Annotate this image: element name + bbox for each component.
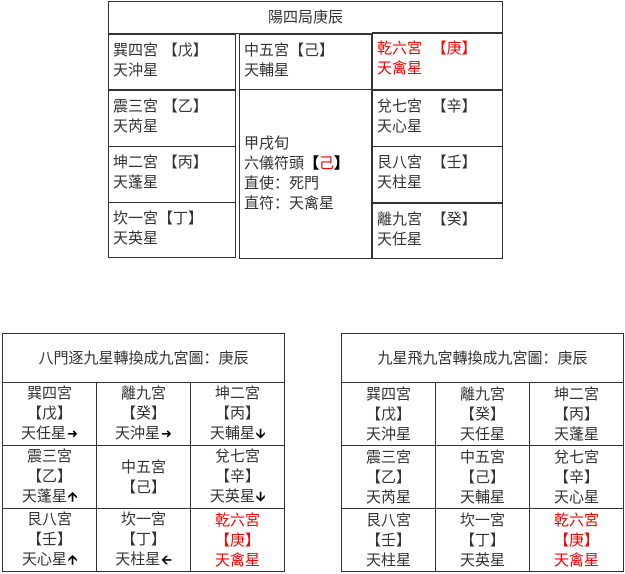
palace-star: 天蓬星	[113, 173, 159, 191]
palace-cell-kun: 坤二宮 【丙】 天蓬星	[108, 146, 236, 203]
door-star-grid: 八門逐九星轉換成九宮圖：庚辰 巽四宮 【戊】 天任星➜ 離九宮 【癸】 天沖星➜…	[2, 333, 285, 572]
palace-cell-xun: 巽四宮 【戊】 天沖星	[108, 34, 236, 90]
palace-stem: 【壬】	[431, 153, 477, 171]
palace-star: 天英星	[113, 229, 159, 247]
xun-label: 甲戌旬	[244, 134, 290, 152]
star-flight-grid: 九星飛九宮轉換成九宮圖：庚辰 巽四宮 【戊】 天沖星 離九宮 【癸】 天任星 坤…	[341, 333, 624, 572]
palace-name: 震三宮	[113, 97, 159, 115]
grid-cell: 震三宮 【乙】 天芮星	[341, 445, 436, 509]
grid-cell: 巽四宮 【戊】 天沖星	[341, 382, 436, 446]
palace-cell-li: 離九宮 【癸】 天任星	[372, 203, 503, 259]
arrow-left-icon: 🡨	[161, 553, 172, 568]
zhi-shi-label: 直使：死門	[244, 174, 320, 192]
star-flight-grid-table: 巽四宮 【戊】 天沖星 離九宮 【癸】 天任星 坤二宮 【丙】 天蓬星 震三宮 …	[341, 382, 624, 572]
palace-name: 坤二宮	[113, 153, 159, 171]
arrow-right-icon: ➜	[67, 427, 78, 442]
grid-cell: 巽四宮 【戊】 天任星➜	[2, 382, 97, 446]
palace-name: 中五宮	[244, 41, 290, 59]
grid-cell: 離九宮 【癸】 天任星	[435, 382, 530, 446]
grid-cell: 震三宮 【乙】 天蓬星🡩	[2, 445, 97, 509]
palace-stem: 【丙】	[162, 153, 208, 171]
zhi-fu-label: 直符：天禽星	[244, 194, 335, 212]
palace-cell-gen: 艮八宮 【壬】 天柱星	[372, 146, 503, 203]
grid-cell: 坎一宮 【丁】 天英星	[435, 508, 530, 572]
palace-name: 兌七宮	[377, 97, 423, 115]
arrow-right-icon: ➜	[161, 427, 172, 442]
palace-name: 坎一宮	[113, 209, 159, 227]
palace-star: 天輔星	[244, 61, 290, 79]
palace-name: 艮八宮	[377, 153, 423, 171]
grid-cell: 兌七宮 【辛】 天心星	[529, 445, 624, 509]
grid-cell: 中五宮 【己】	[96, 445, 191, 509]
palace-stem: 【癸】	[431, 210, 477, 228]
palace-cell-kan: 坎一宮【丁】 天英星	[108, 202, 236, 258]
palace-star: 天禽星	[377, 59, 423, 77]
top-chart-title: 陽四局庚辰	[108, 1, 503, 34]
grid-cell: 兌七宮 【辛】 天英星🡫	[190, 445, 285, 509]
arrow-up-icon: 🡩	[67, 490, 78, 505]
grid-cell: 坎一宮 【丁】 天柱星🡨	[96, 508, 191, 572]
palace-star: 天任星	[377, 230, 423, 248]
grid-cell-highlight: 乾六宮 【庚】 天禽星	[529, 508, 624, 572]
center-info-cell: 甲戌旬 六儀符頭【己】 直使：死門 直符：天禽星	[239, 89, 372, 259]
fu-tou-label: 六儀符頭	[244, 154, 305, 172]
grid-cell: 艮八宮 【壬】 天心星🡩	[2, 508, 97, 572]
palace-cell-dui: 兌七宮 【辛】 天心星	[372, 90, 503, 147]
grid-cell: 坤二宮 【丙】 天輔星🡫	[190, 382, 285, 446]
palace-star: 天沖星	[113, 61, 159, 79]
palace-stem: 【戊】	[162, 41, 208, 59]
door-star-grid-title: 八門逐九星轉換成九宮圖：庚辰	[2, 333, 285, 382]
grid-cell: 艮八宮 【壬】 天柱星	[341, 508, 436, 572]
palace-name: 乾六宮	[377, 39, 423, 57]
top-qimen-chart: 陽四局庚辰 巽四宮 【戊】 天沖星 中五宮【己】 天輔星 乾六宮 【庚】 天禽星…	[108, 1, 503, 259]
palace-star: 天柱星	[377, 173, 423, 191]
palace-star: 天芮星	[113, 117, 159, 135]
door-star-grid-table: 巽四宮 【戊】 天任星➜ 離九宮 【癸】 天沖星➜ 坤二宮 【丙】 天輔星🡫 震…	[2, 382, 285, 572]
palace-cell-zhen: 震三宮 【乙】 天芮星	[108, 90, 236, 147]
grid-cell-highlight: 乾六宮 【庚】 天禽星	[190, 508, 285, 572]
palace-name: 巽四宮	[113, 41, 159, 59]
palace-stem: 【庚】	[431, 39, 477, 57]
arrow-up-icon: 🡩	[67, 553, 78, 568]
palace-cell-zhong: 中五宮【己】 天輔星	[239, 34, 372, 90]
arrow-down-icon: 🡫	[255, 427, 266, 442]
palace-star: 天心星	[377, 117, 423, 135]
grid-cell: 離九宮 【癸】 天沖星➜	[96, 382, 191, 446]
grid-cell: 中五宮 【己】 天輔星	[435, 445, 530, 509]
palace-name: 離九宮	[377, 210, 423, 228]
palace-stem: 【丁】	[158, 209, 204, 227]
fu-tou-stem: 己	[319, 154, 335, 172]
palace-stem: 【己】	[289, 41, 335, 59]
palace-stem: 【辛】	[431, 97, 477, 115]
palace-stem: 【乙】	[162, 97, 208, 115]
star-flight-grid-title: 九星飛九宮轉換成九宮圖：庚辰	[341, 333, 624, 382]
palace-cell-qian: 乾六宮 【庚】 天禽星	[372, 32, 503, 90]
arrow-down-icon: 🡫	[255, 490, 266, 505]
grid-cell: 坤二宮 【丙】 天蓬星	[529, 382, 624, 446]
